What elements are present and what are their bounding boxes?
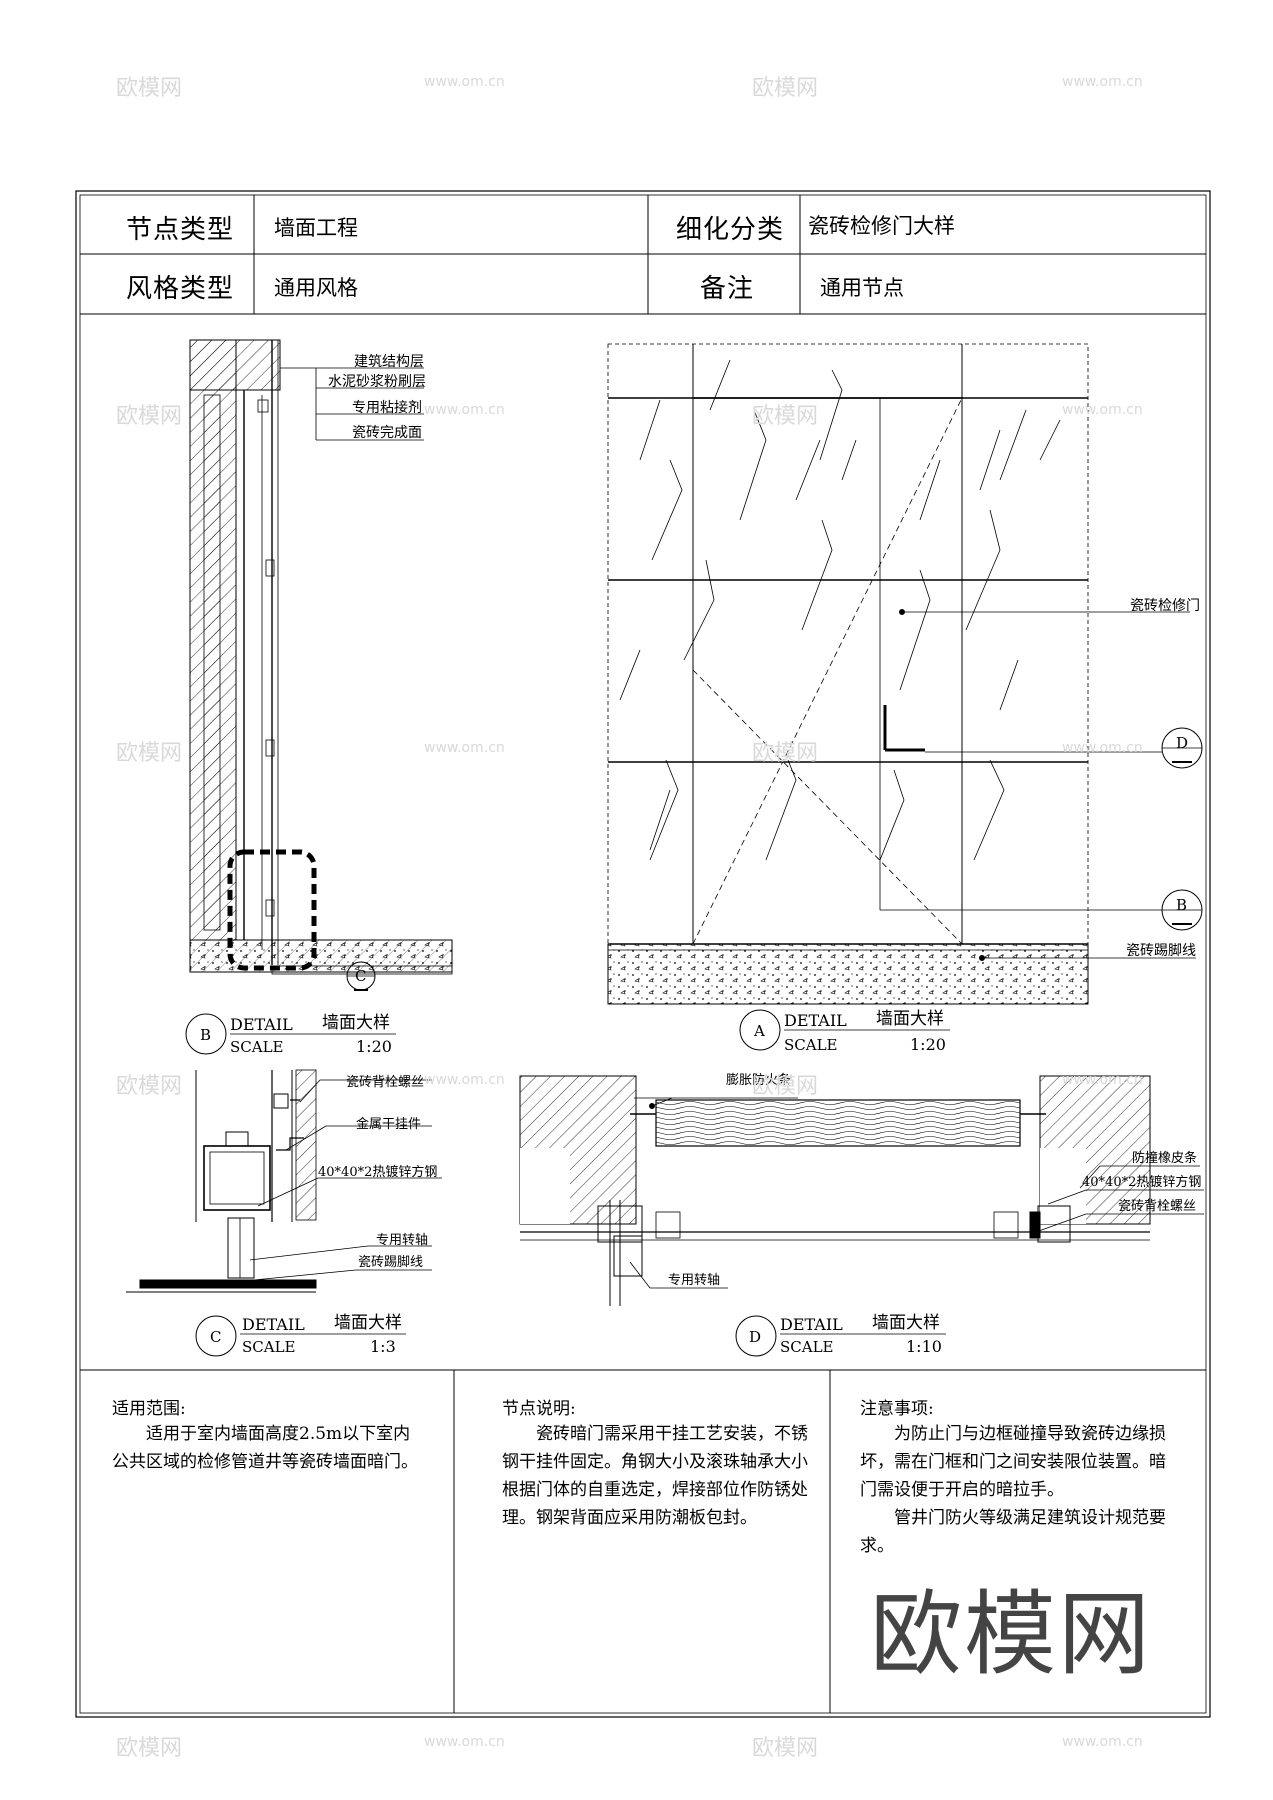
d-detail-name: 墙面大样 xyxy=(872,1313,940,1333)
watermark-brand-1: 欧模网 xyxy=(116,76,183,101)
a-label-door: 瓷砖检修门 xyxy=(1130,598,1200,614)
b-detail-name: 墙面大样 xyxy=(322,1013,390,1033)
d-label-rubber: 防撞橡皮条 xyxy=(1132,1150,1197,1166)
watermark-site-7: www.om.cn xyxy=(424,1072,505,1088)
attn-title: 注意事项: xyxy=(860,1399,934,1419)
style-value: 通用风格 xyxy=(274,276,358,300)
a-callout-d: D xyxy=(1176,734,1188,752)
detail-b-section xyxy=(185,339,453,1055)
a-detail-name: 墙面大样 xyxy=(876,1009,944,1029)
style-label: 风格类型 xyxy=(126,274,235,304)
b-callout-c: C xyxy=(355,967,366,985)
watermark-site-4: www.om.cn xyxy=(1062,402,1143,418)
c-label-steel: 40*40*2热镀锌方钢 xyxy=(318,1164,437,1180)
header-grid xyxy=(80,195,1206,1713)
d-scale-word: SCALE xyxy=(780,1338,834,1356)
d-scale: 1:10 xyxy=(906,1337,942,1356)
a-scale-word: SCALE xyxy=(784,1036,838,1054)
d-label-steel: 40*40*2热镀锌方钢 xyxy=(1082,1174,1201,1190)
detail-a-elevation xyxy=(607,343,1203,1051)
watermark-site-6: www.om.cn xyxy=(1062,740,1143,756)
watermark-brand-2: 欧模网 xyxy=(752,76,819,101)
c-label-bolt: 瓷砖背栓螺丝 xyxy=(346,1075,424,1090)
node-type-value: 墙面工程 xyxy=(274,216,358,240)
attn-body-2: 管井门防火等级满足建筑设计规范要求。 xyxy=(860,1508,1166,1556)
watermark-site-2: www.om.cn xyxy=(1062,74,1143,90)
c-detail-word: DETAIL xyxy=(242,1315,305,1334)
watermark-site-8: www.om.cn xyxy=(1062,1072,1143,1088)
node-type-label: 节点类型 xyxy=(126,215,235,245)
brand-watermark: 欧模网 xyxy=(870,1581,1153,1688)
detail-d-plan xyxy=(519,1075,1204,1357)
detail-c-section xyxy=(126,1069,442,1357)
watermark-brand-6: 欧模网 xyxy=(752,741,819,766)
watermark-brand-3: 欧模网 xyxy=(116,404,183,429)
a-callout-b: B xyxy=(1176,896,1187,914)
watermark-site-5: www.om.cn xyxy=(424,740,505,756)
attn-body-1: 为防止门与边框碰撞导致瓷砖边缘损坏，需在门框和门之间安装限位装置。暗门需设便于开… xyxy=(860,1424,1166,1500)
watermark-site-10: www.om.cn xyxy=(1062,1734,1143,1750)
b-label-adhesive: 专用粘接剂 xyxy=(352,399,422,416)
d-detail-word: DETAIL xyxy=(780,1315,843,1334)
scope-title: 适用范围: xyxy=(112,1399,186,1419)
c-scale: 1:3 xyxy=(370,1337,396,1356)
d-label-bolt: 瓷砖背栓螺丝 xyxy=(1118,1199,1196,1214)
inner-frame xyxy=(79,194,1207,1714)
watermark-site-1: www.om.cn xyxy=(424,74,505,90)
b-label-tile-finish: 瓷砖完成面 xyxy=(352,425,422,441)
remark-value: 通用节点 xyxy=(820,276,904,300)
d-label-pivot: 专用转轴 xyxy=(668,1273,720,1288)
watermark-brand-4: 欧模网 xyxy=(752,404,819,429)
b-detail-id: B xyxy=(200,1026,211,1044)
outer-frame xyxy=(75,190,1211,1718)
b-detail-word: DETAIL xyxy=(230,1015,293,1034)
desc-body: 瓷砖暗门需采用干挂工艺安装，不锈钢干挂件固定。角钢大小及滚珠轴承大小根据门体的自… xyxy=(502,1424,808,1528)
b-label-mortar: 水泥砂浆粉刷层 xyxy=(328,374,426,390)
desc-title: 节点说明: xyxy=(502,1399,576,1419)
c-detail-name: 墙面大样 xyxy=(334,1313,402,1333)
refine-label: 细化分类 xyxy=(676,215,785,245)
watermark-brand-10: 欧模网 xyxy=(752,1736,819,1761)
d-detail-id: D xyxy=(749,1328,761,1346)
c-label-hanger: 金属干挂件 xyxy=(356,1116,421,1132)
watermark-site-3: www.om.cn xyxy=(424,402,505,418)
a-detail-id: A xyxy=(753,1022,765,1040)
a-detail-word: DETAIL xyxy=(784,1011,847,1030)
c-detail-id: C xyxy=(210,1328,221,1346)
c-scale-word: SCALE xyxy=(242,1338,296,1356)
b-label-structure: 建筑结构层 xyxy=(354,354,424,370)
d-label-fire-strip: 膨胀防火条 xyxy=(726,1072,791,1088)
scope-body: 适用于室内墙面高度2.5m以下室内公共区域的检修管道井等瓷砖墙面暗门。 xyxy=(112,1424,418,1472)
watermark-brand-9: 欧模网 xyxy=(116,1736,183,1761)
remark-label: 备注 xyxy=(700,274,755,304)
watermark-brand-7: 欧模网 xyxy=(116,1074,183,1099)
c-label-pivot: 专用转轴 xyxy=(376,1233,428,1248)
a-label-skirting: 瓷砖踢脚线 xyxy=(1126,943,1196,959)
b-scale-word: SCALE xyxy=(230,1038,284,1056)
c-label-skirting: 瓷砖踢脚线 xyxy=(358,1254,423,1270)
watermark-brand-5: 欧模网 xyxy=(116,741,183,766)
watermark-site-9: www.om.cn xyxy=(424,1734,505,1750)
watermark-brand-8: 欧模网 xyxy=(752,1074,819,1099)
refine-value: 瓷砖检修门大样 xyxy=(808,214,955,238)
b-scale: 1:20 xyxy=(356,1037,392,1056)
a-scale: 1:20 xyxy=(910,1035,946,1054)
